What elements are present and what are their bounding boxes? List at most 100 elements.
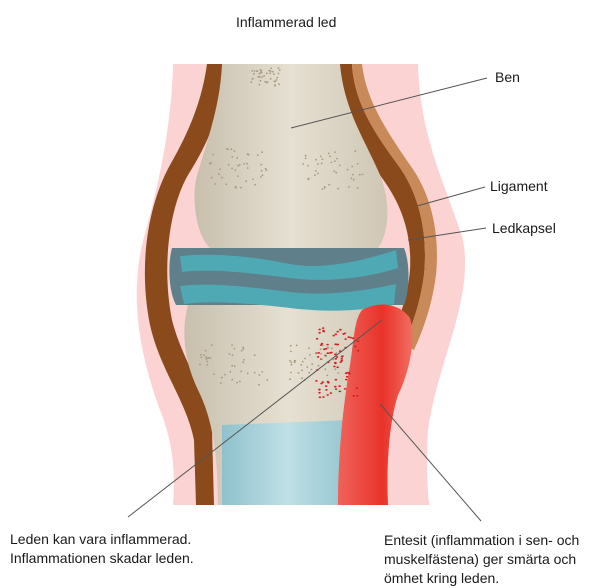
bone-speckle <box>324 186 326 188</box>
inflammation-dot <box>334 362 337 364</box>
inflammation-dot <box>325 389 328 391</box>
inflammation-dot <box>323 348 326 350</box>
bone-speckle <box>311 363 313 365</box>
caption-enthesitis-line: ömhet kring leden. <box>384 569 579 588</box>
bone-speckle <box>290 351 292 353</box>
bone-speckle <box>276 77 278 79</box>
inflammation-dot <box>318 389 321 391</box>
bone-speckle <box>306 366 308 368</box>
bone-speckle <box>302 163 304 165</box>
inflammation-dot <box>338 385 341 387</box>
bone-speckle <box>337 372 339 374</box>
bone-speckle <box>315 170 317 172</box>
inflammation-dot <box>333 366 336 368</box>
inflammation-dot <box>336 356 339 358</box>
bone-speckle <box>352 174 354 176</box>
inflammation-dot <box>336 331 339 333</box>
bone-speckle <box>357 187 359 189</box>
bone-speckle <box>266 82 268 84</box>
bone-speckle <box>254 354 256 356</box>
inflammation-dot <box>335 333 338 335</box>
bone-speckle <box>247 167 249 169</box>
bone-speckle <box>214 183 216 185</box>
bone-speckle <box>235 169 237 171</box>
inflammation-dot <box>341 358 344 360</box>
caption-enthesitis-line: Entesit (inflammation i sen- och <box>384 531 579 550</box>
caption-joint-line: Leden kan vara inflammerad. <box>10 530 194 549</box>
bone-speckle <box>326 375 328 377</box>
bone-speckle <box>234 348 236 350</box>
bone-speckle <box>317 173 319 175</box>
inflammation-dot <box>354 346 357 348</box>
bone-speckle <box>242 361 244 363</box>
bone-speckle <box>289 378 291 380</box>
bone-speckle <box>260 176 262 178</box>
bone-speckle <box>278 83 280 85</box>
bone-speckle <box>261 76 263 78</box>
bone-speckle <box>263 75 265 77</box>
inflammation-dot <box>320 383 323 385</box>
inflammation-dot <box>352 337 355 339</box>
caption-joint-line: Inflammationen skadar leden. <box>10 549 194 568</box>
bone-speckle <box>276 79 278 81</box>
bone-speckle <box>248 154 250 156</box>
bone-speckle <box>258 384 260 386</box>
inflammation-dot <box>335 379 338 381</box>
inflammation-dot <box>318 329 321 331</box>
bone-speckle <box>209 163 211 165</box>
bone-speckle <box>291 364 293 366</box>
bone-speckle <box>239 381 241 383</box>
bone-speckle <box>211 177 213 179</box>
bone-speckle <box>304 358 306 360</box>
inflammation-dot <box>326 344 329 346</box>
bone-speckle <box>260 80 262 82</box>
bone-speckle <box>302 361 304 363</box>
bone-speckle <box>334 151 336 153</box>
inflammation-dot <box>330 392 333 394</box>
bone-speckle <box>254 184 256 186</box>
bone-speckle <box>260 164 262 166</box>
bone-speckle <box>274 84 276 86</box>
inflammation-dot <box>334 386 337 388</box>
bone-speckle <box>291 362 293 364</box>
bone-speckle <box>265 168 267 170</box>
bone-speckle <box>205 358 207 360</box>
bone-speckle <box>225 183 227 185</box>
bone-speckle <box>251 70 253 72</box>
bone-speckle <box>241 350 243 352</box>
inflammation-dot <box>356 387 359 389</box>
bone-speckle <box>231 344 233 346</box>
inflammation-dot <box>342 333 345 335</box>
inflammation-dot <box>325 385 328 387</box>
bone-speckle <box>240 187 242 189</box>
bone-speckle <box>236 382 238 384</box>
bone-speckle <box>236 157 238 159</box>
bone-speckle <box>229 371 231 373</box>
bone-speckle <box>237 175 239 177</box>
bone-speckle <box>308 372 310 374</box>
bone-speckle <box>232 354 234 356</box>
bone-speckle <box>325 355 327 357</box>
bone-speckle <box>270 70 272 72</box>
bone-speckle <box>301 369 303 371</box>
bone-speckle <box>220 382 222 384</box>
bone-speckle <box>294 361 296 363</box>
bone-speckle <box>239 164 241 166</box>
inflammation-dot <box>356 395 359 397</box>
bone-speckle <box>227 148 229 150</box>
inflammation-dot <box>322 327 325 329</box>
bone-speckle <box>221 377 223 379</box>
bone-speckle <box>353 179 355 181</box>
bone-speckle <box>279 69 281 71</box>
bone-speckle <box>209 357 211 359</box>
bone-speckle <box>290 372 292 374</box>
bone-speckle <box>247 372 249 374</box>
bone-speckle <box>289 360 291 362</box>
bone-speckle <box>359 174 361 176</box>
bone-speckle <box>261 170 263 172</box>
bone-speckle <box>231 148 233 150</box>
bone-speckle <box>268 70 270 72</box>
bone-speckle <box>245 180 247 182</box>
inflammation-dot <box>335 388 338 390</box>
bone-speckle <box>228 164 230 166</box>
